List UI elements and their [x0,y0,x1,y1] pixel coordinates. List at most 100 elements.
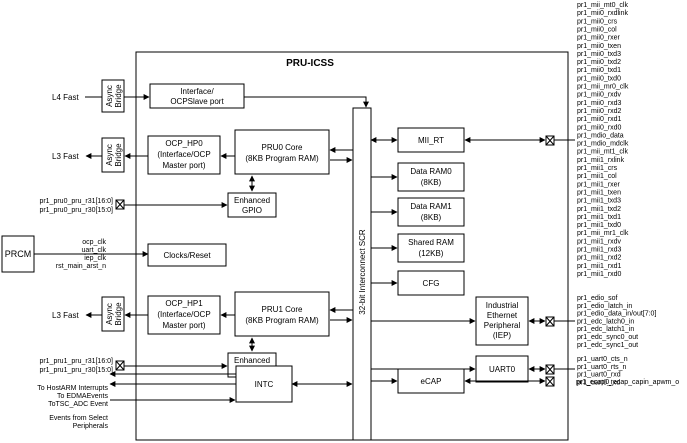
int-out-hostarm: To HostARM Interrupts [37,385,108,392]
clocks-reset-label: Clocks/Reset [163,251,211,260]
mii-pin-label: pr1_mii0_txd3 [577,51,621,58]
ecap-pin-label: pr1_ecap0_ecap_capin_apwm_o [576,379,679,386]
ecap-label: eCAP [421,377,442,386]
enhanced-gpio0-line1: Enhanced [234,196,270,205]
mii-pin-label: pr1_mii_mt0_clk [577,2,628,9]
mii-pin-label: pr1_mii0_txen [577,43,621,50]
mii-pin-label: pr1_mii1_txd2 [577,206,621,213]
l4-fast-label: L4 Fast [52,93,79,102]
iep-line2: Ethernet [487,311,518,320]
mii-rt-label: MII_RT [418,136,444,145]
mii-pin-label: pr1_mii0_rxd1 [577,116,621,123]
pru1-gpio-pin-marker [115,360,125,371]
pru0-core-block [234,129,330,175]
clock-signal-uart: uart_clk [81,247,106,254]
edio-pin-label: pr1_edio_sof [577,295,618,302]
edio-pin-label: pr1_edio_data_in/out[7:0] [577,311,656,318]
shared-ram-block [397,233,465,263]
data-ram0-block [397,162,465,192]
uart-pin-marker [528,364,575,375]
pru0-core-line1: PRU0 Core [262,143,303,152]
mii-pin-label: pr1_mii_mt1_clk [577,149,628,156]
async-bridge-l3-top: AsyncBridge [101,137,125,173]
edio-pin-list: pr1_edio_sofpr1_edio_latch_inpr1_edio_da… [577,295,656,349]
mii-pin-label: pr1_mii1_col [577,173,617,180]
mii-pin-label: pr1_mii0_crs [577,18,618,25]
shared-ram-line2: (12KB) [419,249,444,258]
mii-pin-label: pr1_mii0_txd2 [577,59,621,66]
uart0-block [475,355,529,383]
pru1-core-line1: PRU1 Core [262,305,303,314]
edio-pin-label: pr1_edio_latch_in [577,303,632,310]
l3-fast-bottom-label: L3 Fast [52,311,79,320]
ocp-hp1-line1: OCP_HP1 [165,299,203,308]
pru-icss-title: PRU-ICSS [286,58,334,69]
ocp-hp1-line3: Master port) [162,321,205,330]
data-ram1-block [397,197,465,227]
pru1-r30-label: pr1_pru1_pru_r30[15:0] [39,367,113,374]
intc-label: INTC [255,380,274,389]
ocp-hp0-line3: Master port) [162,161,205,170]
mii-pin-label: pr1_mii1_rxlink [577,157,625,164]
mii-pin-label: pr1_mii1_rxd1 [577,263,621,270]
pru1-core-line2: (8KB Program RAM) [245,316,319,325]
iep-pin-marker [528,316,575,327]
svg-text:AsyncBridge: AsyncBridge [105,84,123,108]
enhanced-gpio1-line1: Enhanced [234,356,270,365]
uart-pin-label: pr1_uart0_rts_n [577,364,627,371]
prcm-label: PRCM [5,249,32,259]
mii-pin-label: pr1_mii1_rxd3 [577,247,621,254]
mii-pin-label: pr1_mii0_rxer [577,35,620,42]
mii-pin-label: pr1_mii1_crs [577,165,618,172]
pru0-gpio-pin-marker [115,199,125,210]
ocp-hp0-line2: (Interface/OCP [157,150,210,159]
int-in-events-line1: Events from Select [49,415,108,422]
mii-pin-label: pr1_mii1_rxdv [577,238,621,245]
edio-pin-label: pr1_edc_sync1_out [577,342,638,349]
clock-signal-rst: rst_main_arst_n [56,263,106,270]
svg-text:AsyncBridge: AsyncBridge [105,143,123,167]
mii-pin-label: pr1_mii0_txd1 [577,67,621,74]
data-ram0-line2: (8KB) [421,178,442,187]
ocp-hp1-block [147,295,221,335]
data-ram0-line1: Data RAM0 [410,167,452,176]
clock-signal-iep: iep_clk [84,255,106,262]
mii-pin-label: pr1_mii1_rxd2 [577,255,621,262]
mii-pin-label: pr1_mii1_txd0 [577,222,621,229]
cfg-block [397,270,465,296]
edio-pin-label: pr1_edc_sync0_out [577,334,638,341]
mii-pin-label: pr1_mii1_txd3 [577,198,621,205]
mii-pin-label: pr1_mii0_rxdv [577,92,621,99]
int-in-events-line2: Peripherals [73,423,109,430]
mii-pin-label: pr1_mii_mr1_clk [577,230,629,237]
uart-pin-label: pr1_uart0_cts_n [577,356,628,363]
mii-pin-label: pr1_mii0_col [577,26,617,33]
svg-text:AsyncBridge: AsyncBridge [105,302,123,326]
iep-line3: Peripheral [484,321,521,330]
int-out-edma: To EDMAEvents [57,393,108,400]
mii-pin-label: pr1_mii1_txd1 [577,214,621,221]
clock-signal-ocp: ocp_clk [82,239,106,246]
interconnect-scr [352,107,372,441]
ocp-hp1-line2: (Interface/OCP [157,310,210,319]
interface-ocpslave-line2: OCPSlave port [170,97,224,106]
ecap-block [397,368,465,394]
mii-pin-list: pr1_mii_mt0_clkpr1_mii0_rxdlinkpr1_mii0_… [577,2,629,278]
edio-pin-label: pr1_edc_latch1_in [577,326,634,333]
mii-pin-label: pr1_mii0_rxd2 [577,108,621,115]
int-out-tsc: ToTSC_ADC Event [48,401,108,408]
ecap-pin-marker [464,376,555,387]
ocp-hp0-block [147,135,221,175]
async-bridge-l3-bottom: AsyncBridge [101,296,125,332]
pru0-r31-label: pr1_pru0_pru_r31[16:0] [39,198,113,205]
shared-ram-line1: Shared RAM [408,238,454,247]
mii-pin-label: pr1_mii0_txd0 [577,75,621,82]
uart-pin-list: pr1_uart0_cts_npr1_uart0_rts_npr1_uart0_… [577,356,628,386]
cfg-label: CFG [423,279,440,288]
pru0-r30-label: pr1_pru0_pru_r30[15:0] [39,207,113,214]
prcm-block [1,235,35,273]
iep-block [475,296,529,346]
pru0-core-line2: (8KB Program RAM) [245,154,319,163]
l3-fast-top-label: L3 Fast [52,152,79,161]
